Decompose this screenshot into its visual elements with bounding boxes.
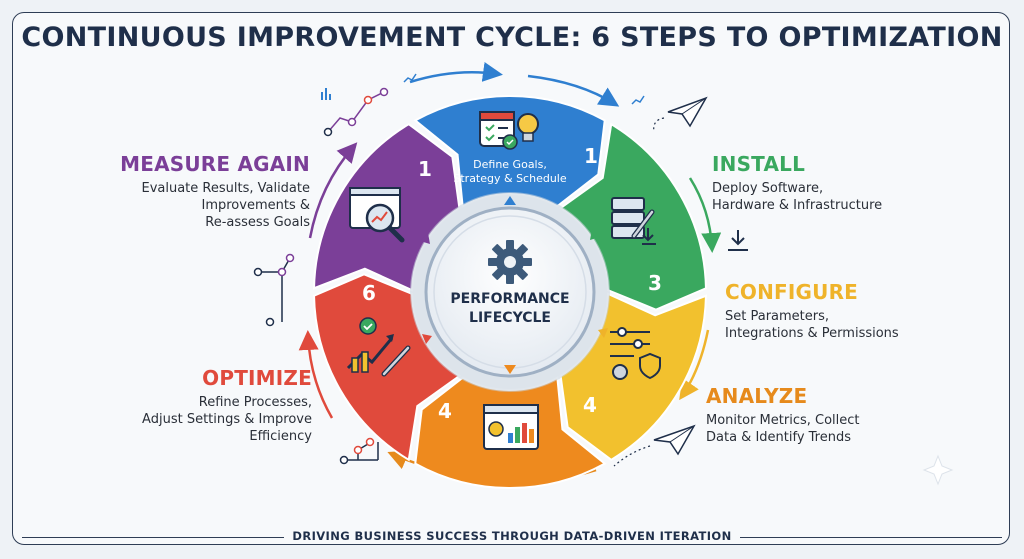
- hub-title-line2: LIFECYCLE: [469, 310, 551, 326]
- segment-number-yellow: 4: [583, 393, 597, 417]
- footer-rule-right: [712, 537, 1002, 538]
- cycle-arrow-blue-2: [527, 74, 620, 107]
- step-measure-again: MEASURE AGAIN Evaluate Results, Validate…: [120, 152, 310, 231]
- segment-number-red: 6: [362, 281, 376, 305]
- segment-number-blue: 1: [584, 144, 598, 168]
- footer-rule-left: [22, 537, 312, 538]
- step-install-desc: Deploy Software, Hardware & Infrastructu…: [712, 181, 883, 213]
- inner-arrows: [420, 196, 608, 374]
- step-analyze-heading: ANALYZE: [706, 384, 808, 408]
- node-graph-icon: [253, 253, 295, 327]
- top-segment-line1: Define Goals,: [473, 158, 547, 171]
- calendar-checklist-icon: [479, 111, 518, 150]
- footer-text: DRIVING BUSINESS SUCCESS THROUGH DATA-DR…: [284, 529, 740, 543]
- line-chart-icon: [321, 87, 389, 137]
- cycle-arrow-green: [688, 177, 722, 253]
- paper-plane-icon: [653, 96, 708, 133]
- step-configure-desc: Set Parameters, Integrations & Permissio…: [725, 309, 899, 341]
- step-configure-heading: CONFIGURE: [725, 280, 859, 304]
- step-optimize-desc: Refine Processes, Adjust Settings & Impr…: [142, 395, 312, 444]
- sliders-shield-icon: [610, 327, 661, 380]
- dashboard-chart-icon: [483, 404, 539, 450]
- segment-number-purple: 1: [418, 157, 432, 181]
- lightbulb-icon: [517, 113, 539, 142]
- step-install-heading: INSTALL: [712, 152, 806, 176]
- cycle-arrow-purple: [308, 142, 358, 239]
- gear-icon: [488, 240, 532, 284]
- paper-plane-icon-2: [613, 424, 696, 467]
- segment-number-orange: 4: [438, 399, 452, 423]
- server-wrench-icon: [611, 197, 656, 245]
- segment-number-green: 3: [648, 271, 662, 295]
- step-install: INSTALL Deploy Software, Hardware & Infr…: [712, 152, 882, 214]
- cycle-arrow-blue: [409, 62, 503, 84]
- page-title: CONTINUOUS IMPROVEMENT CYCLE: 6 STEPS TO…: [21, 22, 1003, 53]
- node-graph-icon-2: [339, 437, 379, 465]
- step-analyze: ANALYZE Monitor Metrics, Collect Data & …: [706, 384, 860, 446]
- magnifier-report-icon: [349, 187, 405, 243]
- step-measure-heading: MEASURE AGAIN: [120, 152, 310, 176]
- step-configure: CONFIGURE Set Parameters, Integrations &…: [725, 280, 899, 342]
- hub-title-line1: PERFORMANCE: [450, 291, 569, 307]
- center-hub: [424, 206, 596, 378]
- step-measure-desc: Evaluate Results, Validate Improvements …: [141, 181, 310, 230]
- step-optimize-heading: OPTIMIZE: [202, 366, 312, 390]
- download-icon: [728, 230, 748, 251]
- small-chart-icon: [403, 73, 645, 105]
- top-segment-line2: Strategy & Schedule: [453, 172, 566, 185]
- cycle-arrow-red: [298, 330, 334, 419]
- sparkle-icon: [922, 454, 954, 486]
- cycle-arrow-yellow: [679, 329, 710, 401]
- footer-tagline: DRIVING BUSINESS SUCCESS THROUGH DATA-DR…: [0, 529, 1024, 543]
- step-optimize: OPTIMIZE Refine Processes, Adjust Settin…: [142, 366, 312, 445]
- step-analyze-desc: Monitor Metrics, Collect Data & Identify…: [706, 413, 860, 445]
- growth-chart-wrench-icon: [346, 317, 411, 377]
